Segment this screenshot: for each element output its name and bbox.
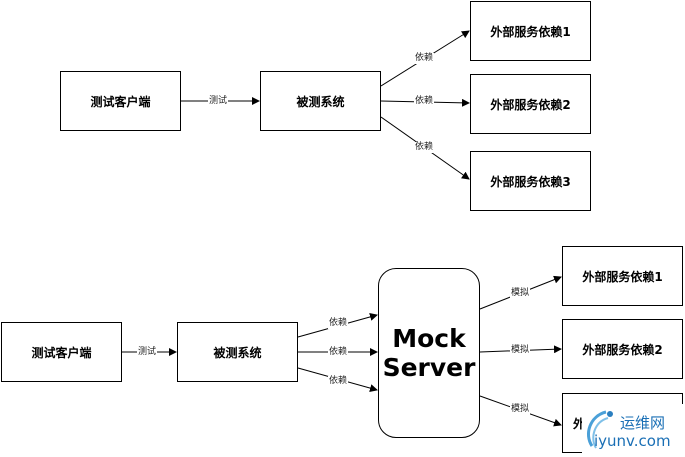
dependency-label-bottom-1: 外部服务依赖1 (582, 269, 663, 284)
edge-label-depend-top-2: 依赖 (414, 96, 435, 107)
test-client-box-top: 测试客户端 (60, 71, 181, 131)
mock-server-box: Mock Server (378, 268, 480, 438)
dependency-box-bottom-1: 外部服务依赖1 (562, 246, 683, 306)
watermark: 运维网 iyunv.com (582, 404, 684, 457)
edge-label-depend-bottom-1: 依赖 (328, 318, 349, 329)
watermark-top-text: 运维网 (620, 414, 666, 432)
dependency-label-top-1: 外部服务依赖1 (490, 24, 571, 39)
edge-label-test-bottom: 测试 (137, 347, 158, 358)
edge-label-depend-bottom-3: 依赖 (328, 376, 349, 387)
dependency-label-bottom-2: 外部服务依赖2 (582, 342, 663, 357)
edge-label-mock-2: 模拟 (510, 345, 531, 356)
mock-server-label-line2: Server (382, 353, 476, 382)
system-under-test-label-bottom: 被测系统 (213, 345, 262, 360)
dependency-label-top-3: 外部服务依赖3 (490, 174, 571, 189)
mock-server-label-line1: Mock (392, 324, 466, 353)
edge-label-depend-bottom-2: 依赖 (328, 347, 349, 358)
dependency-label-top-2: 外部服务依赖2 (490, 97, 571, 112)
edge-label-mock-1: 模拟 (510, 288, 531, 299)
edge-label-depend-top-1: 依赖 (414, 53, 435, 64)
test-client-box-bottom: 测试客户端 (1, 322, 122, 382)
system-under-test-box-top: 被测系统 (260, 71, 381, 131)
dependency-box-top-2: 外部服务依赖2 (470, 74, 591, 134)
watermark-bottom-text: iyunv.com (594, 432, 671, 450)
system-under-test-box-bottom: 被测系统 (177, 322, 298, 382)
test-client-label-top: 测试客户端 (90, 94, 151, 109)
edge-label-mock-3: 模拟 (510, 404, 531, 415)
dependency-box-top-1: 外部服务依赖1 (470, 1, 591, 61)
dependency-box-bottom-2: 外部服务依赖2 (562, 319, 683, 379)
test-client-label-bottom: 测试客户端 (31, 345, 92, 360)
watermark-logo-icon (587, 410, 613, 449)
dependency-box-top-3: 外部服务依赖3 (470, 151, 591, 211)
system-under-test-label-top: 被测系统 (296, 94, 345, 109)
mock-server-label: Mock Server (383, 324, 476, 382)
edge-label-depend-top-3: 依赖 (414, 142, 435, 153)
edge-label-test-top: 测试 (208, 96, 229, 107)
